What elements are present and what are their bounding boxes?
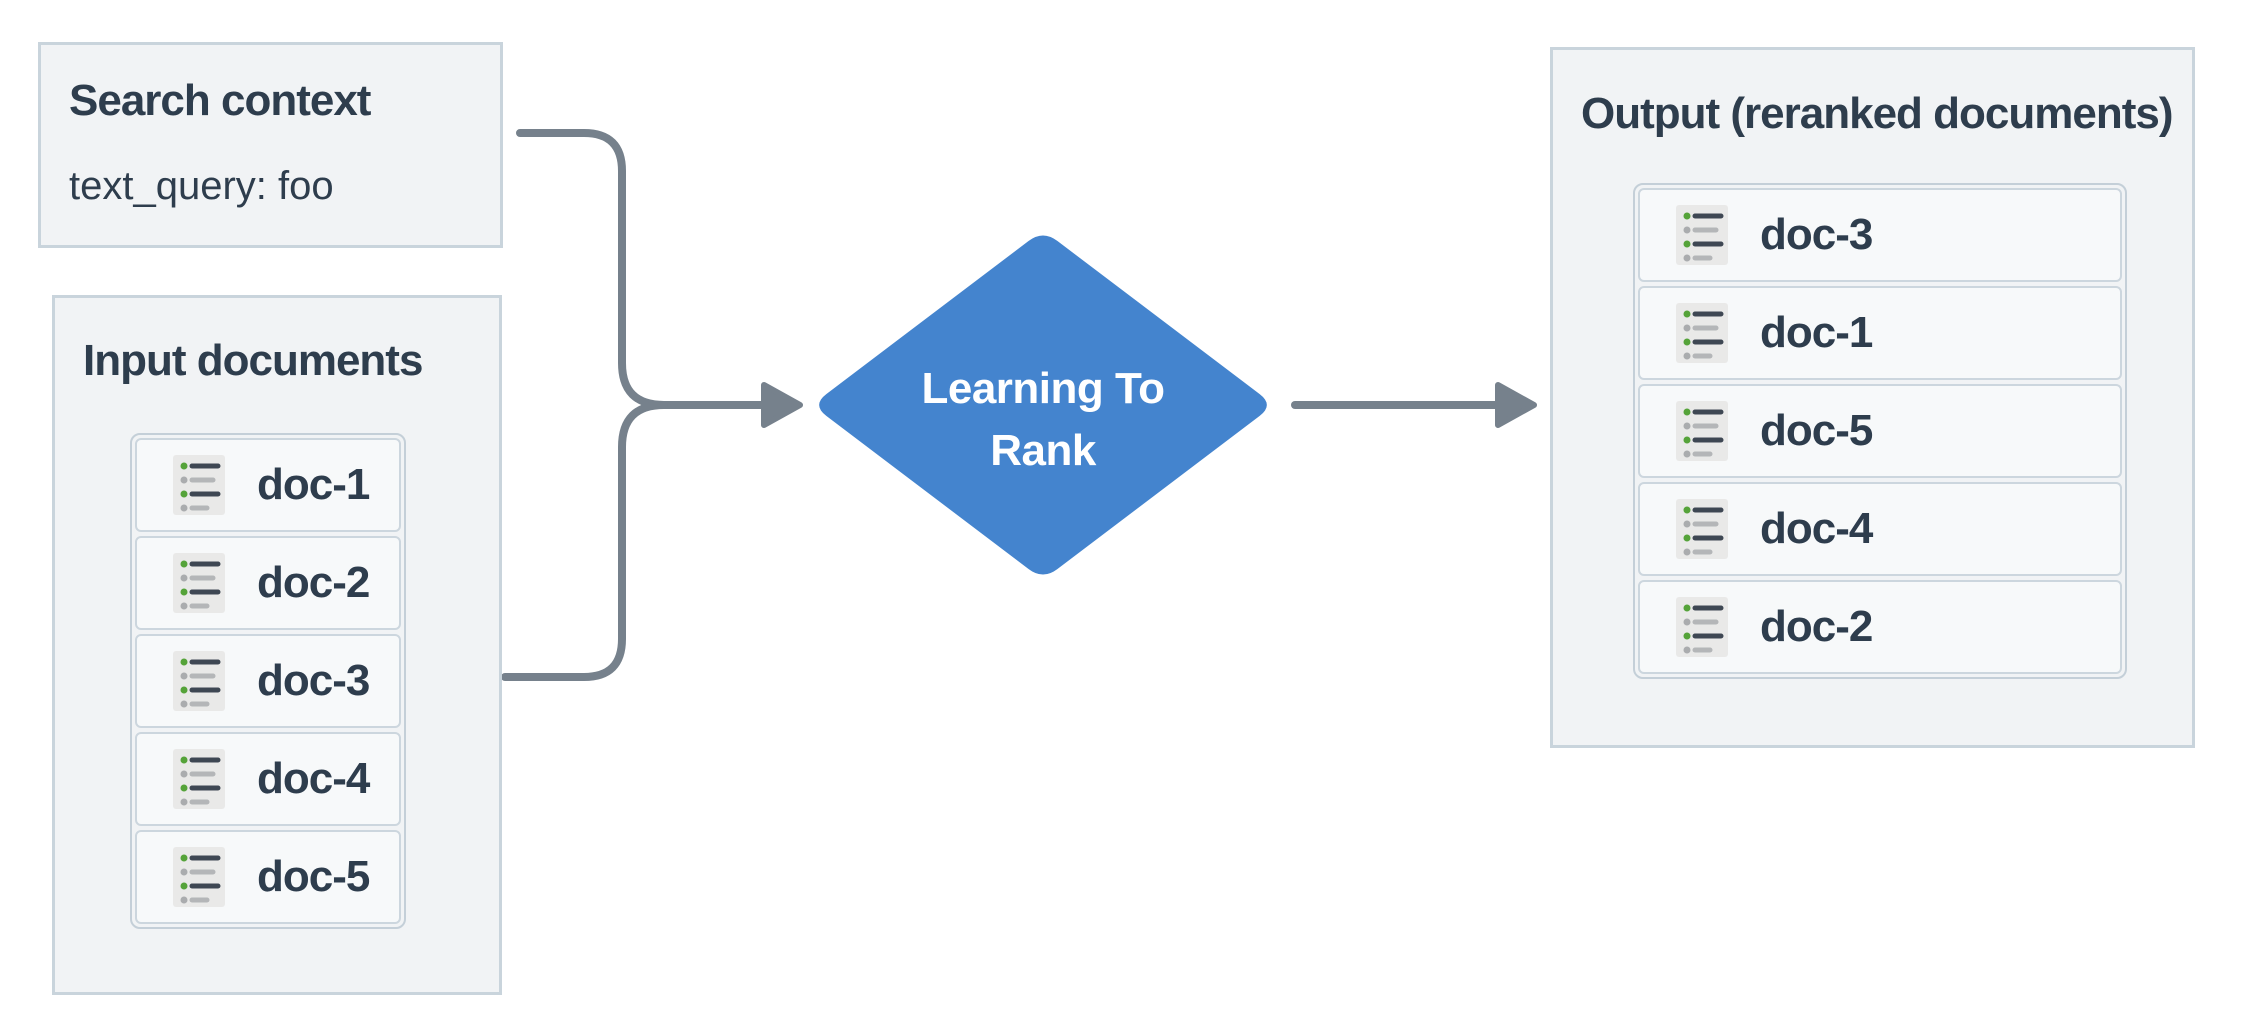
doc-item: doc-1: [1638, 286, 2122, 380]
doc-label: doc-3: [1760, 210, 1873, 259]
list-icon: [1676, 499, 1728, 559]
doc-label: doc-2: [257, 558, 370, 607]
doc-item: doc-2: [1638, 580, 2122, 674]
output-doc-list: doc-3 doc-1 doc-5 doc-4 doc-2: [1633, 183, 2127, 679]
doc-item: doc-3: [135, 634, 401, 728]
doc-label: doc-2: [1760, 602, 1873, 651]
ltr-node-label: Learning To Rank: [843, 358, 1243, 482]
input-documents-title: Input documents: [83, 336, 423, 385]
doc-item: doc-4: [1638, 482, 2122, 576]
list-icon: [173, 749, 225, 809]
doc-label: doc-4: [257, 754, 370, 803]
edge-search-to-merge: [516, 129, 768, 409]
list-icon: [1676, 205, 1728, 265]
input-doc-list: doc-1 doc-2 doc-3 doc-4 doc-5: [130, 433, 406, 929]
doc-label: doc-1: [257, 460, 370, 509]
output-arrowhead-icon: [1495, 382, 1537, 428]
doc-item: doc-2: [135, 536, 401, 630]
doc-label: doc-5: [257, 852, 370, 901]
doc-label: doc-4: [1760, 504, 1873, 553]
ltr-node-label-line1: Learning To: [921, 364, 1165, 413]
doc-item: doc-3: [1638, 188, 2122, 282]
doc-label: doc-1: [1760, 308, 1873, 357]
doc-item: doc-5: [1638, 384, 2122, 478]
doc-item: doc-5: [135, 830, 401, 924]
doc-label: doc-3: [257, 656, 370, 705]
search-query-text: text_query: foo: [69, 164, 334, 208]
edge-inputs-to-merge: [501, 401, 668, 681]
list-icon: [173, 847, 225, 907]
ltr-node-label-line2: Rank: [990, 426, 1096, 475]
list-icon: [1676, 303, 1728, 363]
search-context-title: Search context: [69, 76, 371, 125]
list-icon: [1676, 401, 1728, 461]
output-documents-box: Output (reranked documents) doc-3 doc-1 …: [1550, 47, 2195, 748]
doc-item: doc-1: [135, 438, 401, 532]
output-documents-title: Output (reranked documents): [1581, 89, 2173, 138]
list-icon: [1676, 597, 1728, 657]
list-icon: [173, 553, 225, 613]
doc-label: doc-5: [1760, 406, 1873, 455]
input-documents-box: Input documents doc-1 doc-2 doc-3 doc-4 …: [52, 295, 502, 995]
list-icon: [173, 455, 225, 515]
search-context-box: Search context text_query: foo: [38, 42, 503, 248]
list-icon: [173, 651, 225, 711]
doc-item: doc-4: [135, 732, 401, 826]
merge-arrowhead-icon: [761, 382, 803, 428]
